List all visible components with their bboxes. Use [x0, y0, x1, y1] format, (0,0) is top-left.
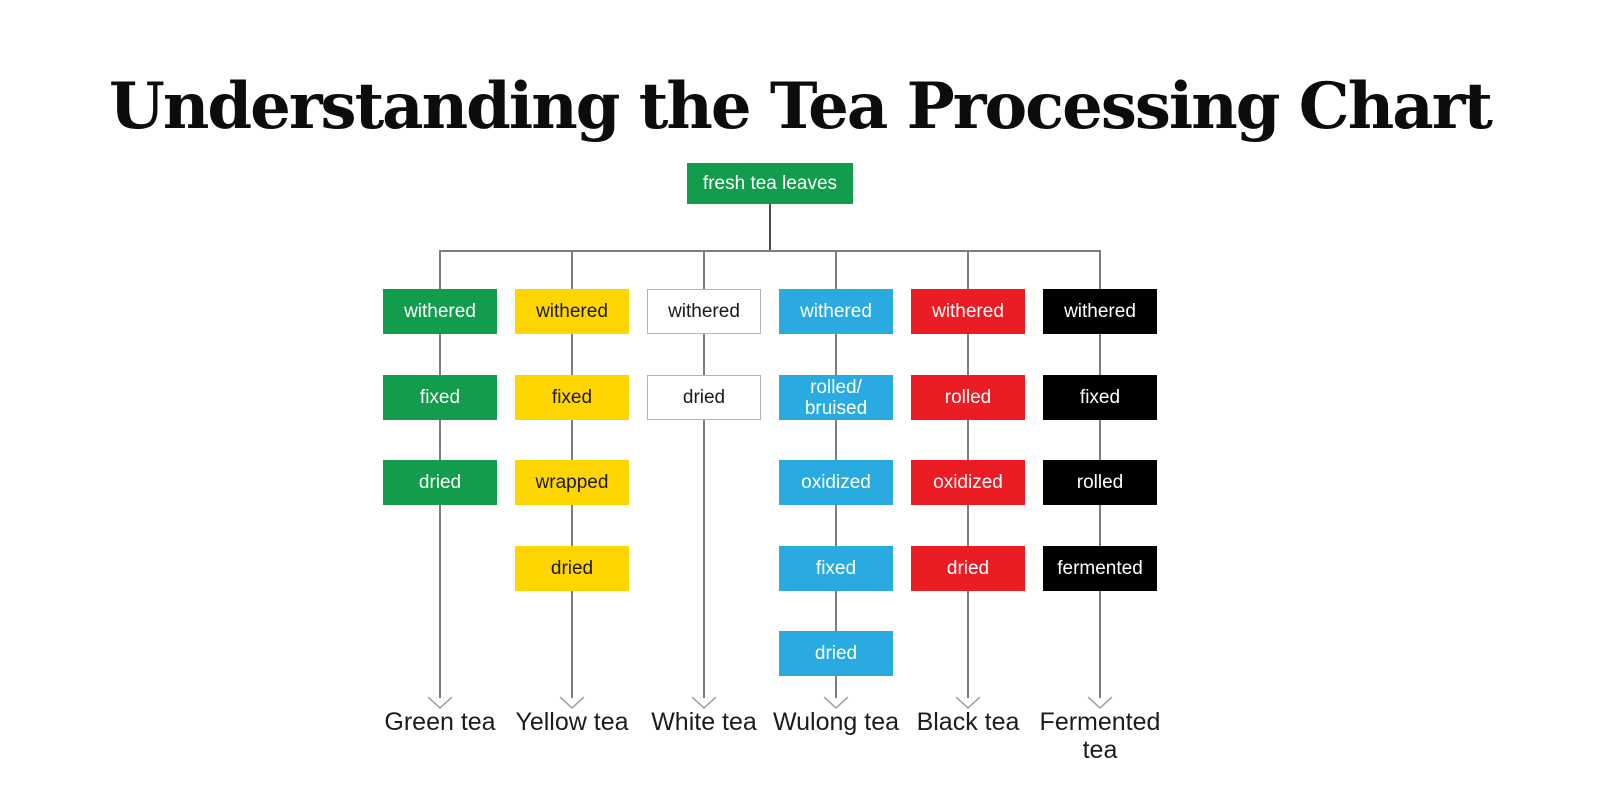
result-label-white-tea: White tea — [651, 708, 757, 736]
branch-connector-line — [440, 250, 1100, 252]
arrowhead-icon-wulong-tea — [823, 696, 849, 709]
page-title: Understanding the Tea Processing Chart — [109, 68, 1493, 144]
result-label-black-tea: Black tea — [916, 708, 1020, 736]
step-box-wulong-tea-row1: withered — [779, 289, 893, 334]
connector-line-white-tea — [703, 250, 705, 698]
step-box-wulong-tea-row3: oxidized — [779, 460, 893, 505]
arrowhead-icon-yellow-tea — [559, 696, 585, 709]
step-box-wulong-tea-row5: dried — [779, 631, 893, 676]
result-label-yellow-tea: Yellow tea — [515, 708, 629, 736]
step-box-white-tea-row2: dried — [647, 375, 761, 420]
result-label-wulong-tea: Wulong tea — [772, 708, 899, 736]
step-box-wulong-tea-row2: rolled/ bruised — [779, 375, 893, 420]
step-box-fermented-tea-row4: fermented — [1043, 546, 1157, 591]
step-box-green-tea-row1: withered — [383, 289, 497, 334]
result-label-green-tea: Green tea — [384, 708, 496, 736]
step-box-black-tea-row3: oxidized — [911, 460, 1025, 505]
step-box-wulong-tea-row4: fixed — [779, 546, 893, 591]
step-box-yellow-tea-row2: fixed — [515, 375, 629, 420]
arrowhead-icon-fermented-tea — [1087, 696, 1113, 709]
step-box-green-tea-row3: dried — [383, 460, 497, 505]
step-box-yellow-tea-row1: withered — [515, 289, 629, 334]
arrowhead-icon-black-tea — [955, 696, 981, 709]
step-box-yellow-tea-row3: wrapped — [515, 460, 629, 505]
step-box-black-tea-row2: rolled — [911, 375, 1025, 420]
step-box-fermented-tea-row3: rolled — [1043, 460, 1157, 505]
step-box-yellow-tea-row4: dried — [515, 546, 629, 591]
step-box-black-tea-row4: dried — [911, 546, 1025, 591]
step-box-fermented-tea-row2: fixed — [1043, 375, 1157, 420]
step-box-white-tea-row1: withered — [647, 289, 761, 334]
step-box-green-tea-row2: fixed — [383, 375, 497, 420]
step-box-fermented-tea-row1: withered — [1043, 289, 1157, 334]
step-box-black-tea-row1: withered — [911, 289, 1025, 334]
root-node-fresh-tea-leaves: fresh tea leaves — [687, 163, 853, 204]
arrowhead-icon-green-tea — [427, 696, 453, 709]
arrowhead-icon-white-tea — [691, 696, 717, 709]
root-connector-line — [769, 204, 771, 250]
result-label-fermented-tea: Fermented tea — [1039, 708, 1161, 764]
